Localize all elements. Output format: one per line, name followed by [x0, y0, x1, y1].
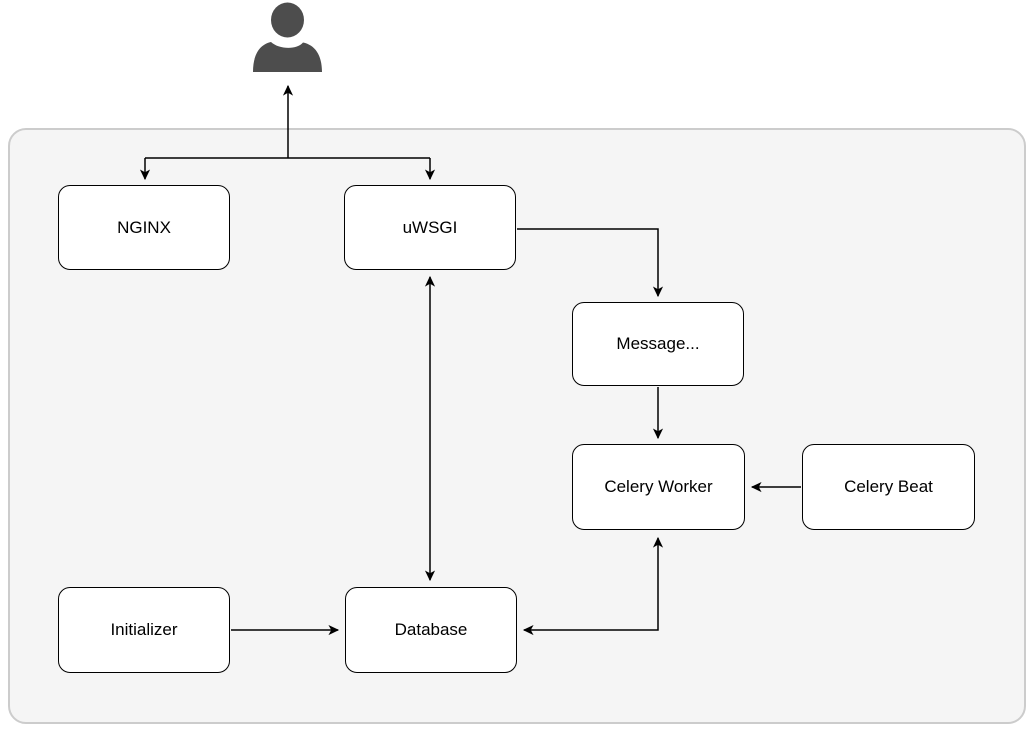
- node-initializer-label: Initializer: [110, 620, 178, 639]
- node-celery-worker-label: Celery Worker: [604, 477, 713, 496]
- node-uwsgi: uWSGI: [344, 185, 516, 270]
- node-celery-beat-label: Celery Beat: [844, 477, 933, 496]
- node-message-queue-label: Message...: [616, 334, 700, 353]
- node-database-label: Database: [394, 620, 468, 639]
- node-nginx-label: NGINX: [117, 217, 171, 237]
- node-uwsgi-label: uWSGI: [402, 217, 458, 237]
- user-icon: [253, 2, 322, 72]
- node-celery-worker: Celery Worker: [572, 444, 745, 530]
- node-nginx: NGINX: [58, 185, 230, 270]
- node-celery-beat: Celery Beat: [802, 444, 975, 530]
- node-database: Database: [345, 587, 517, 673]
- node-message-queue: Message...: [572, 302, 744, 386]
- node-initializer: Initializer: [58, 587, 230, 673]
